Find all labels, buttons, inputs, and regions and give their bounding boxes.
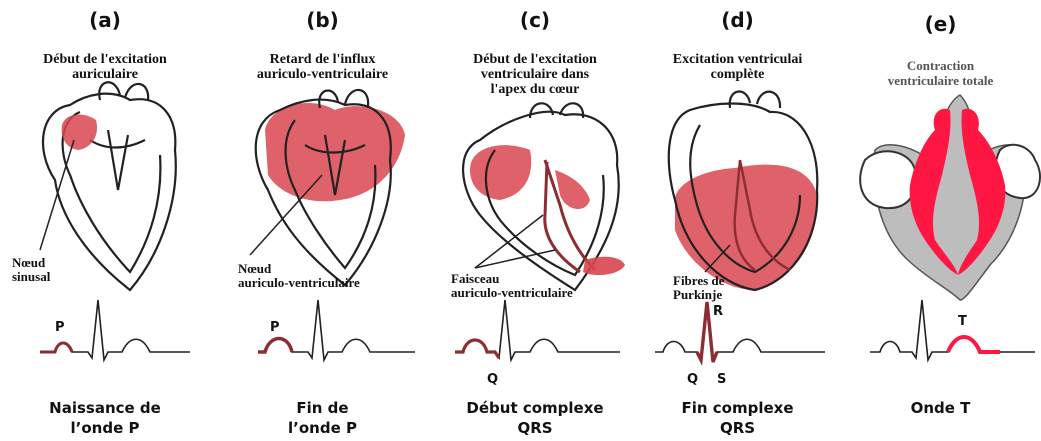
- heart-outline: [43, 82, 176, 290]
- anatomy-label: Nœud sinusal: [12, 256, 50, 284]
- excited-region: [583, 257, 625, 275]
- ecg-highlight: [948, 337, 1000, 352]
- panel-b: (b) Retard de l'influx auriculo-ventricu…: [210, 0, 435, 441]
- wave-label-p: P: [270, 320, 280, 335]
- ecg-highlight: [455, 340, 499, 358]
- wave-label-q: Q: [487, 372, 498, 387]
- panel-d: (d) Excitation ventriculai complète Fibr…: [635, 0, 840, 441]
- anatomy-label: Nœud auriculo-ventriculaire: [238, 262, 360, 290]
- wave-label-s: S: [717, 372, 726, 387]
- panel-a: (a) Début de l'excitation auriculaire Nœ…: [0, 0, 210, 441]
- wave-label-r: R: [713, 304, 723, 319]
- excited-region: [675, 165, 817, 290]
- heart-illustration: [635, 0, 840, 300]
- caption: Onde T: [840, 398, 1041, 418]
- panel-e: (e) Contraction ventriculaire totale T O…: [840, 0, 1041, 441]
- caption: Fin complexe QRS: [635, 398, 840, 438]
- wave-label-t: T: [958, 314, 967, 329]
- ecg-highlight: [258, 339, 292, 353]
- excited-region: [470, 145, 531, 200]
- caption: Fin de l’onde P: [210, 398, 435, 438]
- excited-region: [62, 115, 97, 150]
- ecg-trace: [435, 290, 635, 370]
- wave-label-p: P: [55, 320, 65, 335]
- heart-illustration: [840, 0, 1041, 300]
- ecg-trace: [635, 290, 840, 370]
- caption: Début complexe QRS: [435, 398, 635, 438]
- ecg-highlight: [40, 343, 72, 352]
- ecg-trace: [210, 290, 435, 370]
- wave-label-q: Q: [687, 372, 698, 387]
- heart-illustration: [210, 0, 435, 300]
- heart-illustration: [435, 0, 635, 300]
- ecg-trace: [0, 290, 210, 370]
- ecg-trace: [840, 290, 1041, 370]
- caption: Naissance de l’onde P: [0, 398, 210, 438]
- panel-c: (c) Début de l'excitation ventriculaire …: [435, 0, 635, 441]
